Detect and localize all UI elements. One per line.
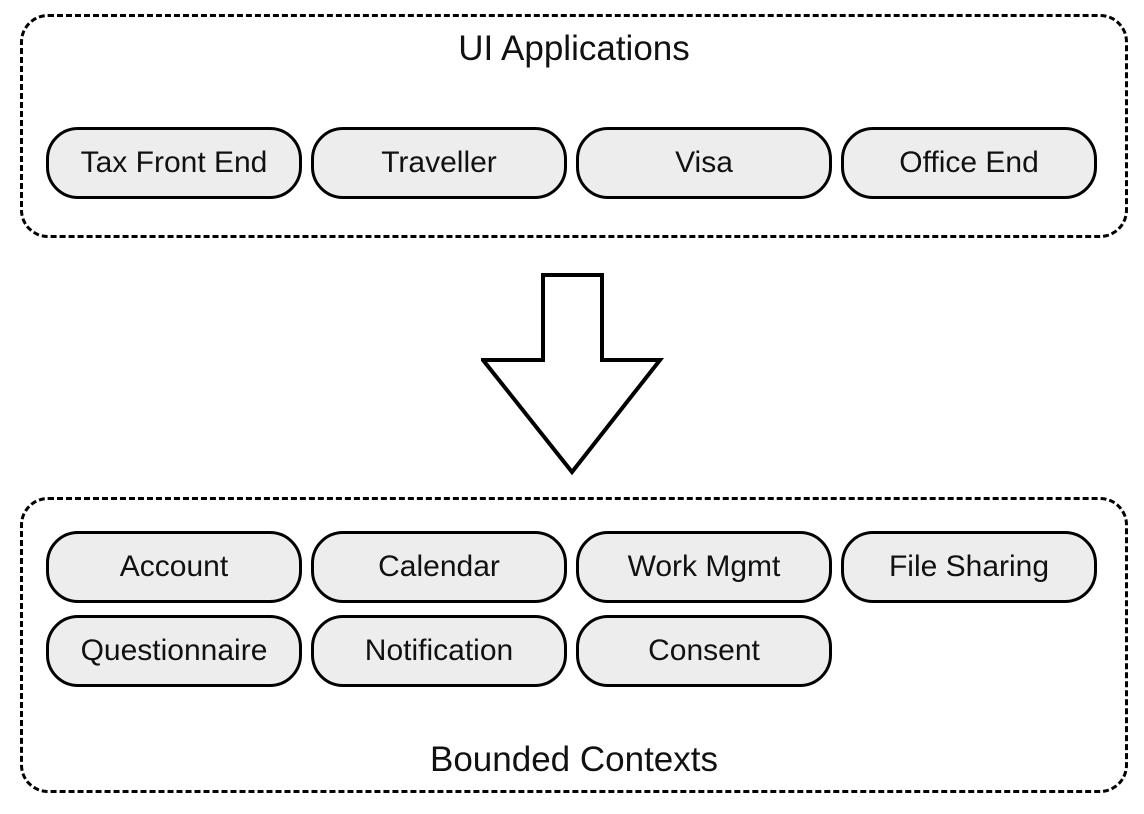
- ui-applications-title: UI Applications: [458, 29, 690, 68]
- bounded-context-pill-file-sharing: File Sharing: [841, 531, 1097, 603]
- bounded-context-pill-notification: Notification: [311, 615, 567, 687]
- ui-app-pill-traveller: Traveller: [311, 127, 567, 199]
- ui-app-pill-visa: Visa: [576, 127, 832, 199]
- bounded-context-pill-work-mgmt: Work Mgmt: [576, 531, 832, 603]
- bounded-contexts-title: Bounded Contexts: [430, 740, 718, 779]
- ui-app-pill-tax-front-end: Tax Front End: [46, 127, 302, 199]
- down-arrow-icon: [481, 273, 665, 476]
- bounded-context-pill-questionnaire: Questionnaire: [46, 615, 302, 687]
- ui-app-pill-office-end: Office End: [841, 127, 1097, 199]
- bounded-context-pill-account: Account: [46, 531, 302, 603]
- bounded-context-pill-consent: Consent: [576, 615, 832, 687]
- bounded-context-pill-calendar: Calendar: [311, 531, 567, 603]
